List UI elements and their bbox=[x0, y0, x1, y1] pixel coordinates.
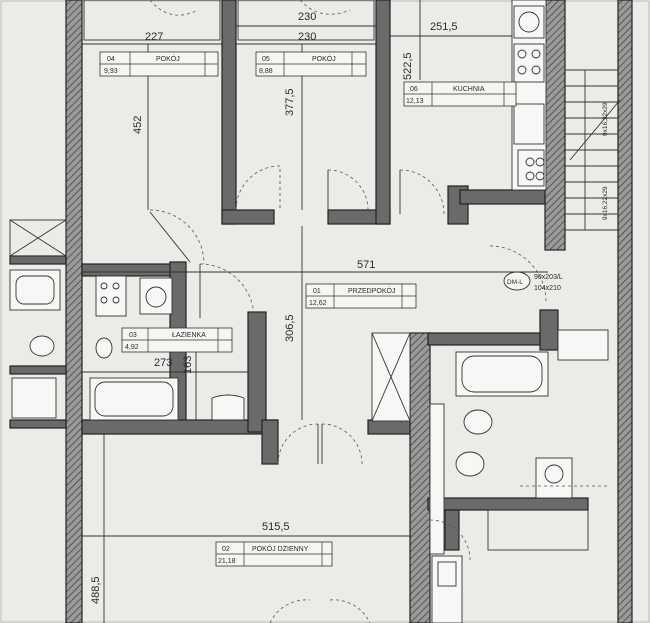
dim-273: 273 bbox=[154, 357, 172, 369]
dim-515-5: 515,5 bbox=[262, 521, 290, 533]
room-label-05: 05 POKÓJ 8,88 bbox=[255, 51, 367, 77]
dimension-labels: 230 227 230 251,5 522,5 452 377,5 571 30… bbox=[90, 11, 458, 604]
dim-452: 452 bbox=[132, 116, 144, 134]
room-01-name: PRZEDPOKÓJ bbox=[348, 286, 395, 295]
room-02-name: POKÓJ DZIENNY bbox=[252, 544, 309, 553]
dim-306-5: 306,5 bbox=[284, 314, 296, 342]
room-label-03: 03 ŁAZIENKA 4,92 bbox=[121, 327, 233, 353]
dim-522-5: 522,5 bbox=[402, 52, 414, 80]
dim-488-5: 488,5 bbox=[90, 576, 102, 604]
room-label-06: 06 KUCHNIA 12,13 bbox=[403, 81, 517, 107]
stairs bbox=[565, 69, 621, 231]
dim-377-5: 377,5 bbox=[284, 88, 296, 116]
room-05-area: 8,88 bbox=[259, 68, 273, 75]
room-label-02: 02 POKÓJ DZIENNY 21,18 bbox=[215, 541, 333, 567]
door-tag-label: DM-L bbox=[507, 279, 523, 286]
room-01-area: 12,62 bbox=[309, 300, 327, 307]
room-05-number: 05 bbox=[262, 56, 270, 63]
room-01-number: 01 bbox=[313, 288, 321, 295]
dim-571: 571 bbox=[357, 259, 375, 271]
room-06-area: 12,13 bbox=[406, 98, 424, 105]
room-06-name: KUCHNIA bbox=[453, 86, 485, 93]
dim-230-top: 230 bbox=[298, 11, 316, 23]
door-tag: DM-L 90x203/L 104x210 bbox=[503, 271, 563, 292]
door-size-1: 90x203/L bbox=[534, 274, 563, 281]
dim-227: 227 bbox=[145, 31, 163, 43]
door-size-2: 104x210 bbox=[534, 285, 561, 292]
room-05-name: POKÓJ bbox=[312, 54, 336, 63]
room-label-04: 04 POKÓJ 9,93 bbox=[99, 51, 219, 77]
fixtures bbox=[9, 0, 621, 623]
dim-163: 163 bbox=[182, 356, 194, 374]
stair-label-1: 9x16,22x29 bbox=[602, 102, 609, 136]
doors bbox=[149, 165, 547, 623]
room-03-name: ŁAZIENKA bbox=[172, 332, 206, 339]
room-02-area: 21,18 bbox=[218, 558, 236, 565]
room-04-area: 9,93 bbox=[104, 68, 118, 75]
stair-label-2: 9x16,22x29 bbox=[602, 186, 609, 220]
room-03-number: 03 bbox=[129, 332, 137, 339]
room-02-number: 02 bbox=[222, 546, 230, 553]
room-04-name: POKÓJ bbox=[156, 54, 180, 63]
stair-labels: 9x16,22x29 9x16,22x29 bbox=[602, 102, 609, 220]
room-03-area: 4,92 bbox=[125, 344, 139, 351]
dim-251-5: 251,5 bbox=[430, 21, 458, 33]
room-label-01: 01 PRZEDPOKÓJ 12,62 bbox=[305, 283, 417, 309]
room-04-number: 04 bbox=[107, 56, 115, 63]
dim-230: 230 bbox=[298, 31, 316, 43]
room-06-number: 06 bbox=[410, 86, 418, 93]
dimension-lines bbox=[82, 0, 610, 623]
